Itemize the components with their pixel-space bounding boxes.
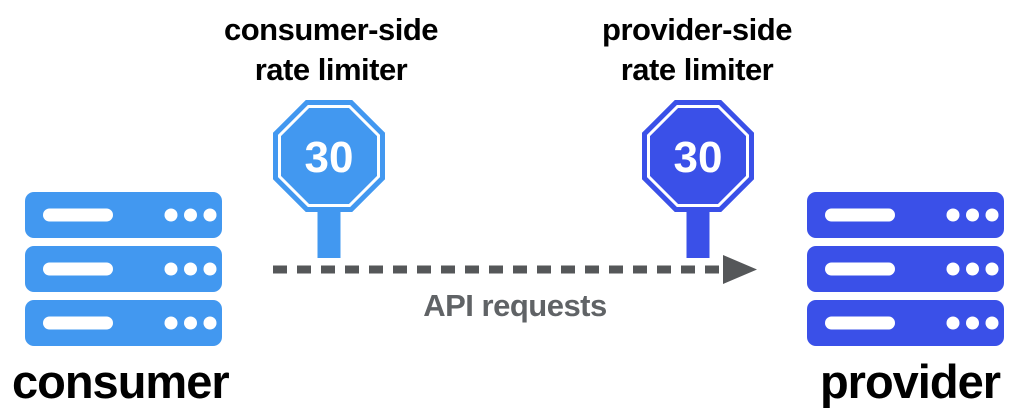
provider-title: provider [819,355,1001,408]
provider-sign-octagon [642,100,754,212]
consumer-limit-value: 30 [305,133,354,182]
consumer-servers-icon [25,192,222,346]
provider-limiter-label-line1: provider-side [602,12,792,47]
provider-stop-sign-icon: 30 [642,100,754,258]
api-requests-label: API requests [423,288,607,323]
consumer-sign-octagon [273,100,385,212]
provider-sign-inner-border [647,105,749,207]
provider-limiter-label: provider-side rate limiter [537,10,857,90]
provider-sign-post [686,208,710,258]
consumer-server-row-1 [25,192,222,238]
consumer-sign-post [317,208,341,258]
arrow-head-icon [723,255,757,284]
consumer-sign-inner-border [278,105,380,207]
provider-limit-value: 30 [674,133,723,182]
provider-server-row-3 [807,300,1004,346]
provider-server-row-1 [807,192,1004,238]
consumer-limiter-label-line2: rate limiter [254,52,408,87]
provider-servers-icon [807,192,1004,346]
consumer-limiter-label-line1: consumer-side [223,12,439,47]
consumer-limiter-label: consumer-side rate limiter [171,10,491,90]
provider-server-row-2 [807,246,1004,292]
api-requests-arrow [273,255,757,284]
consumer-server-row-2 [25,246,222,292]
consumer-title: consumer [12,355,230,408]
consumer-stop-sign-icon: 30 [273,100,385,258]
provider-limiter-label-line2: rate limiter [620,52,774,87]
consumer-server-row-3 [25,300,222,346]
